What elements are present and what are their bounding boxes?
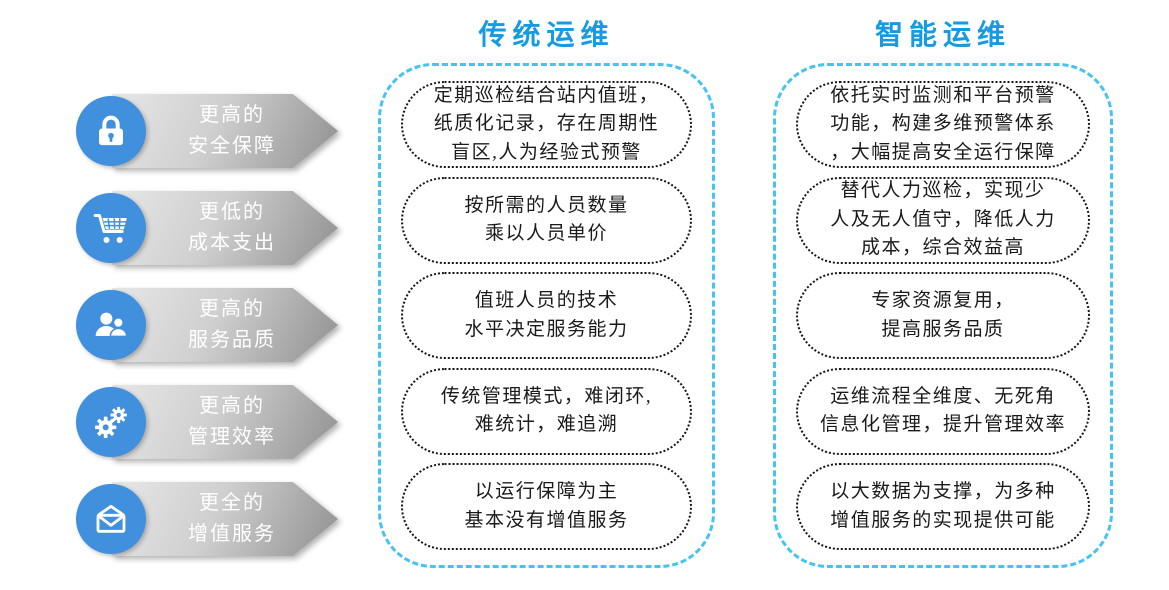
traditional-panel: 定期巡检结合站内值班， 纸质化记录，存在周期性 盲区,人为经验式预警 按所需的人… (378, 63, 715, 568)
security-badge (76, 96, 146, 166)
feature-label-cost: 更低的 成本支出 (188, 201, 276, 254)
feature-arrow (112, 482, 338, 556)
intelligent-cell-security: 依托实时监测和平台预警 功能，构建多维预警体系 ，大幅提高安全运行保障 (796, 81, 1090, 168)
traditional-cell-service-quality: 值班人员的技术 水平决定服务能力 (401, 272, 692, 359)
traditional-cell-cost: 按所需的人员数量 乘以人员单价 (401, 176, 692, 264)
arrow-shape (112, 191, 338, 265)
gears-icon (95, 406, 127, 438)
arrow-shape (112, 385, 338, 459)
intelligent-panel: 依托实时监测和平台预警 功能，构建多维预警体系 ，大幅提高安全运行保障 替代人力… (773, 63, 1113, 568)
service-quality-badge (76, 290, 146, 360)
value-added-badge (76, 484, 146, 554)
column-title-traditional: 传统运维 (478, 20, 615, 51)
users-icon (95, 312, 128, 338)
intelligent-cell-service-quality: 专家资源复用， 提高服务品质 (796, 272, 1090, 359)
feature-arrow (112, 385, 338, 459)
arrow-shape (112, 482, 338, 556)
feature-row-value-added: 更全的 增值服务 (76, 479, 338, 559)
feature-arrow (112, 191, 338, 265)
arrow-shape (112, 94, 338, 168)
intelligent-cell-cost: 替代人力巡检，实现少 人及无人值守，降低人力 成本，综合效益高 (796, 176, 1090, 264)
intelligent-cell-value-added: 以大数据为支撑，为多种 增值服务的实现提供可能 (796, 463, 1090, 550)
feature-row-cost: 更低的 成本支出 (76, 188, 338, 268)
feature-arrow (112, 94, 338, 168)
traditional-cell-security: 定期巡检结合站内值班， 纸质化记录，存在周期性 盲区,人为经验式预警 (401, 81, 692, 168)
envelope-icon (96, 504, 126, 533)
traditional-cell-management: 传统管理模式，难闭环, 难统计，难追溯 (401, 367, 692, 455)
feature-label-management: 更高的 管理效率 (188, 395, 276, 448)
feature-row-management: 更高的 管理效率 (76, 382, 338, 462)
column-title-intelligent: 智能运维 (874, 20, 1011, 51)
lock-icon (99, 115, 123, 146)
traditional-cell-value-added: 以运行保障为主 基本没有增值服务 (401, 463, 692, 550)
feature-row-service-quality: 更高的 服务品质 (76, 285, 338, 365)
feature-arrow (112, 288, 338, 362)
feature-label-security: 更高的 安全保障 (188, 104, 276, 157)
feature-label-service-quality: 更高的 服务品质 (188, 298, 276, 351)
management-badge (76, 387, 146, 457)
arrow-shape (112, 288, 338, 362)
feature-label-value-added: 更全的 增值服务 (188, 492, 276, 545)
cart-icon (93, 214, 127, 243)
intelligent-cell-management: 运维流程全维度、无死角 信息化管理，提升管理效率 (796, 367, 1090, 455)
cost-badge (76, 193, 146, 263)
feature-row-security: 更高的 安全保障 (76, 91, 338, 171)
